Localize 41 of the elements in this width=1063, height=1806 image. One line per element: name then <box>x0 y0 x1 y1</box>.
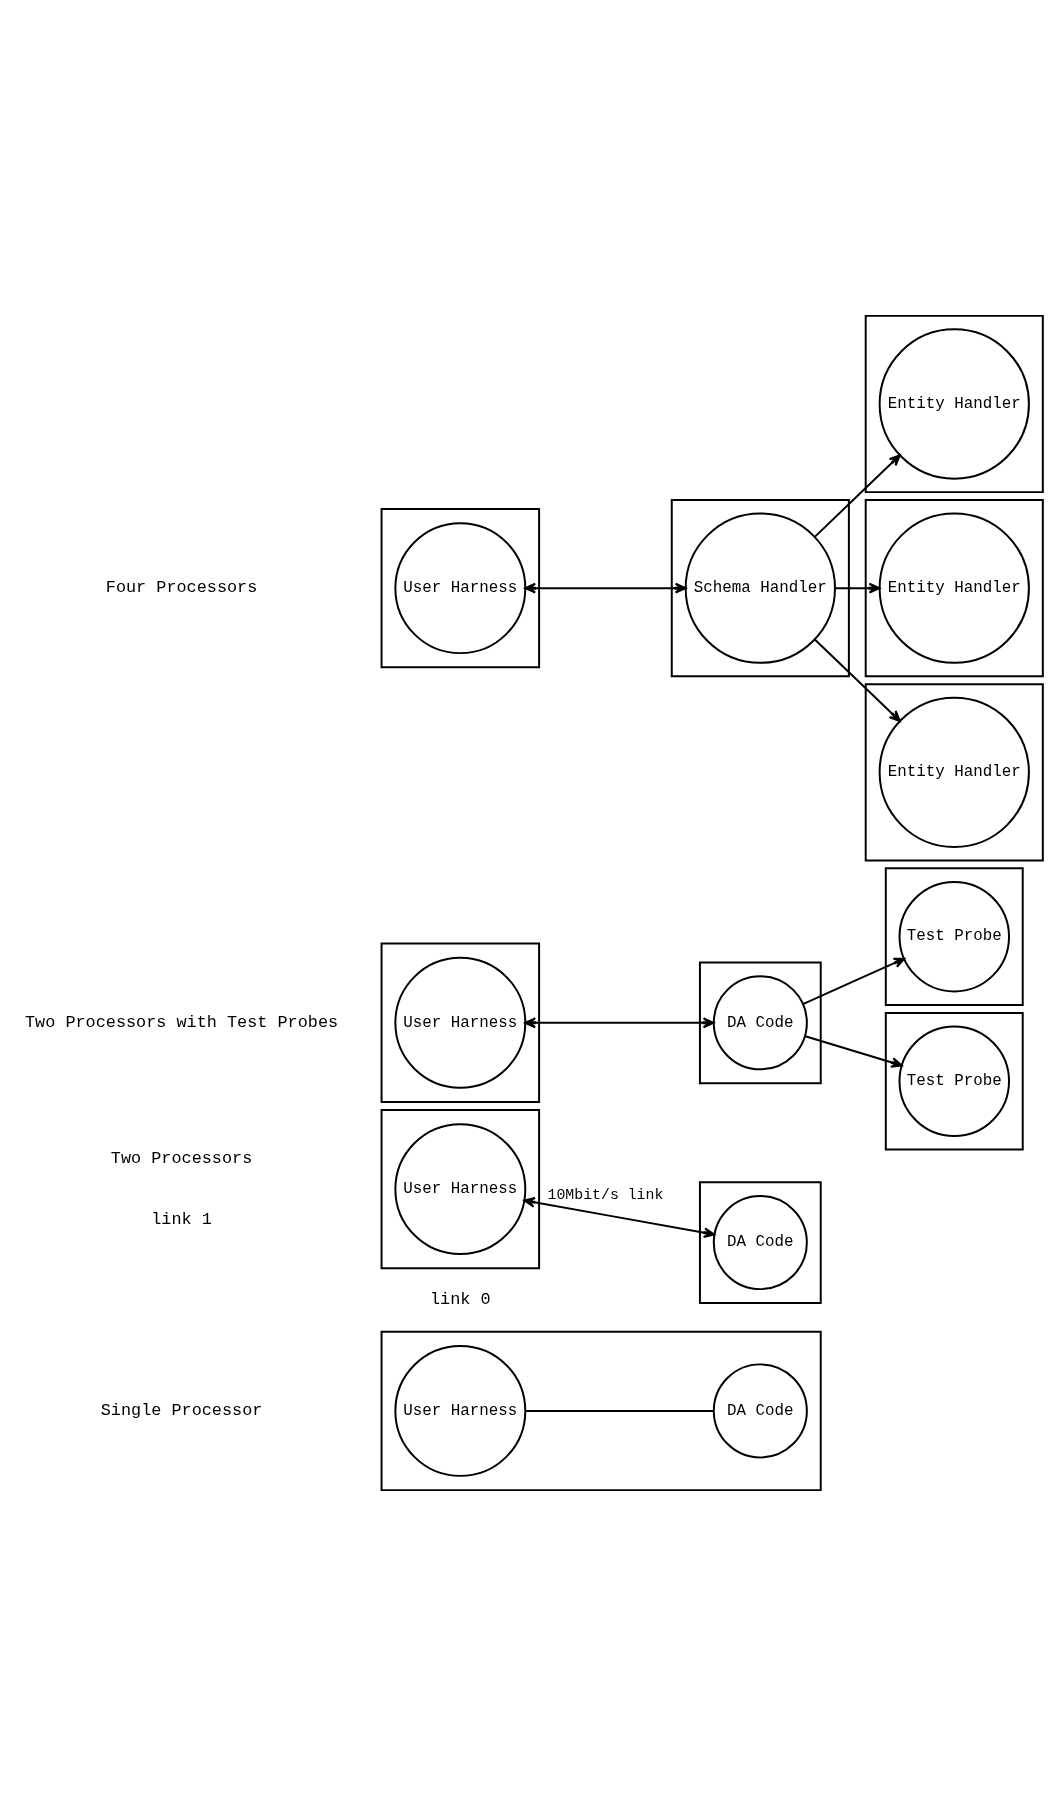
label: Two Processors <box>110 1149 253 1169</box>
node-circle: Entity Handler <box>878 328 1030 480</box>
connector <box>524 1409 715 1412</box>
cluster <box>380 942 541 1103</box>
node-circle: DA Code <box>712 975 808 1071</box>
arrow <box>524 582 687 594</box>
cluster <box>884 867 1024 1006</box>
cluster <box>864 314 1044 494</box>
node-circle: Entity Handler <box>878 512 1030 664</box>
node-circle: User Harness <box>394 1123 527 1256</box>
arrow <box>834 582 881 594</box>
cluster <box>380 507 541 669</box>
cluster <box>698 1181 822 1304</box>
node-circle: DA Code <box>712 1195 808 1291</box>
arrow <box>804 1035 903 1068</box>
arrow <box>813 638 901 722</box>
node-circle: User Harness <box>394 956 527 1089</box>
node-circle: Test Probe <box>898 880 1010 993</box>
arrow <box>523 1196 716 1239</box>
cluster <box>884 1011 1024 1151</box>
cluster <box>864 499 1044 678</box>
arrow <box>524 1017 715 1029</box>
node-circle: User Harness <box>394 1344 527 1477</box>
arrow <box>813 454 901 538</box>
node-circle: Schema Handler <box>684 512 836 664</box>
arrow <box>802 957 906 1006</box>
cluster <box>864 683 1044 862</box>
label: link 0 <box>430 1290 491 1310</box>
cluster <box>380 1108 541 1270</box>
node-circle: Test Probe <box>898 1025 1010 1137</box>
node-circle: User Harness <box>394 522 527 655</box>
label: Four Processors <box>105 578 258 598</box>
node-circle: Entity Handler <box>878 696 1030 848</box>
edge-label: 10Mbit/s link <box>547 1187 664 1204</box>
cluster <box>380 1330 822 1492</box>
label: Single Processor <box>100 1400 263 1420</box>
cluster <box>670 499 850 678</box>
cluster <box>698 961 822 1085</box>
label: Two Processors with Test Probes <box>25 1012 339 1032</box>
label: link 1 <box>151 1209 212 1229</box>
node-circle: DA Code <box>712 1363 808 1459</box>
